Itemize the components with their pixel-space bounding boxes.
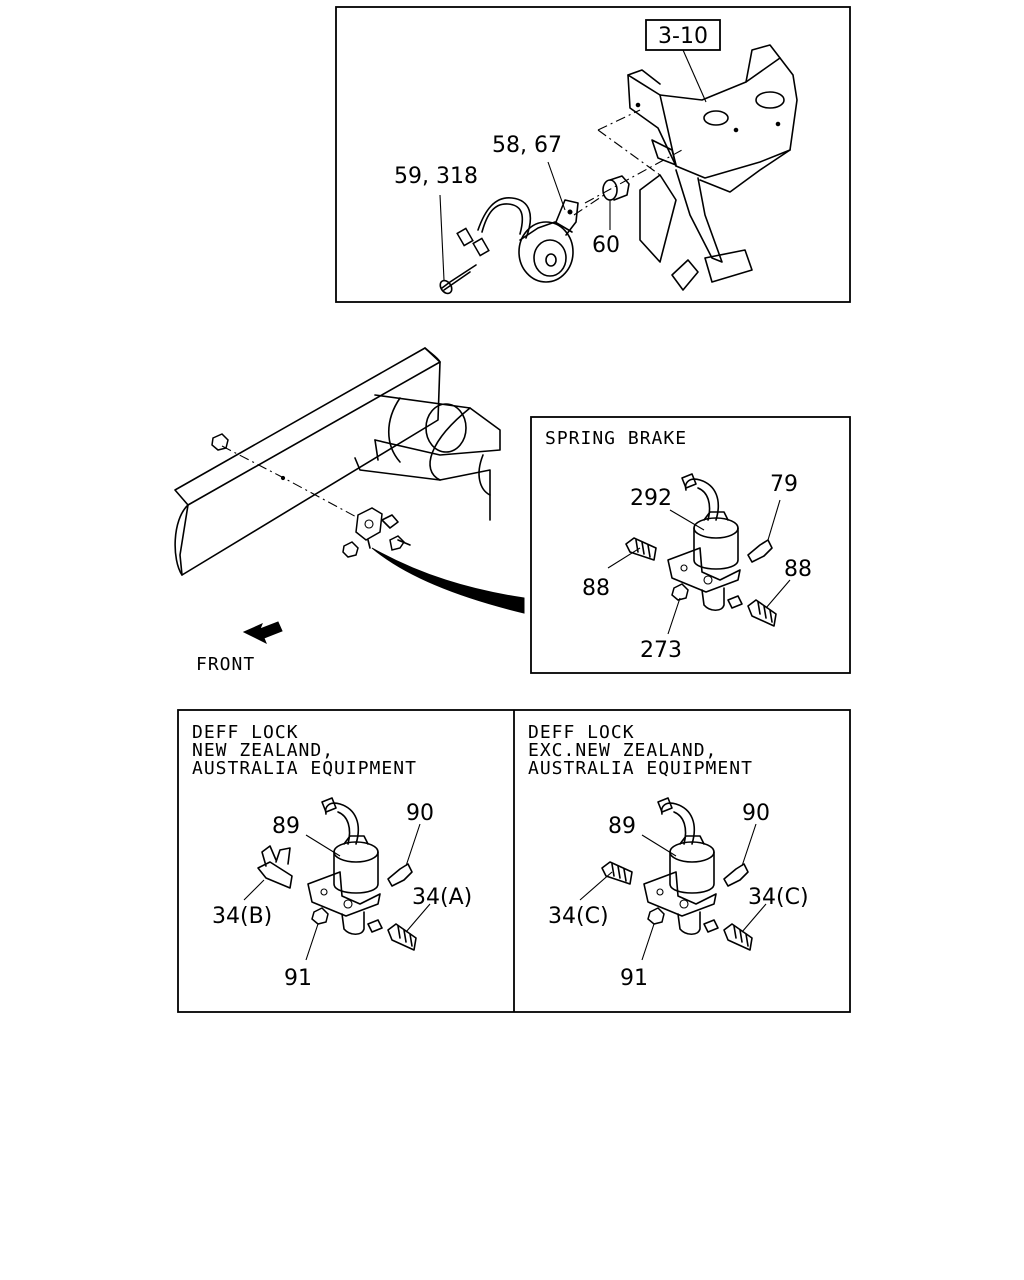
horn-panel: 3-10 (335, 6, 851, 303)
deff-exc-title-2: EXC.NEW ZEALAND, (528, 740, 717, 761)
label-valve-292: 292 (630, 486, 672, 511)
deff-nz-title-2: NEW ZEALAND, (192, 740, 334, 761)
callout-wedge (371, 547, 525, 614)
label-nz-nut-91: 91 (284, 966, 312, 991)
ref-box-label: 3-10 (658, 24, 708, 49)
deff-exc-title-1: DEFF LOCK (528, 722, 635, 743)
label-bolt-79: 79 (770, 472, 798, 497)
tee-fitting (257, 861, 293, 889)
horn-panel-frame (335, 6, 851, 303)
deff-nz-title-1: DEFF LOCK (192, 722, 299, 743)
label-nz-fitting-34b: 34(B) (212, 904, 272, 929)
label-nz-valve-89: 89 (272, 814, 300, 839)
label-nz-fitting-34a: 34(A) (412, 885, 472, 910)
label-exc-nut-91: 91 (620, 966, 648, 991)
spring-brake-frame (530, 416, 851, 674)
label-exc-fitting-34c-right: 34(C) (748, 885, 809, 910)
deff-exc-title-3: AUSTRALIA EQUIPMENT (528, 758, 753, 779)
label-exc-valve-89: 89 (608, 814, 636, 839)
deff-exc-valve (601, 797, 753, 951)
front-arrow-icon (242, 621, 283, 645)
label-fitting-88-right: 88 (784, 557, 812, 582)
spring-brake-panel: SPRING BRAKE (530, 416, 851, 674)
spring-brake-valve (625, 473, 777, 627)
label-screw: 59, 318 (394, 164, 478, 189)
front-label: FRONT (196, 654, 255, 675)
label-nut-273: 273 (640, 638, 682, 663)
screw (441, 264, 477, 291)
frame-valve (342, 507, 411, 558)
spring-brake-title: SPRING BRAKE (545, 428, 687, 449)
label-fitting-88-left: 88 (582, 576, 610, 601)
frame-view: FRONT (174, 347, 525, 675)
deff-lock-exc-panel: DEFF LOCK EXC.NEW ZEALAND, AUSTRALIA EQU… (528, 722, 809, 991)
deff-nz-title-3: AUSTRALIA EQUIPMENT (192, 758, 417, 779)
label-exc-bolt-90: 90 (742, 801, 770, 826)
label-nut: 60 (592, 233, 620, 258)
label-nz-bolt-90: 90 (406, 801, 434, 826)
label-horn-bracket: 58, 67 (492, 133, 562, 158)
label-exc-fitting-34c-left: 34(C) (548, 904, 609, 929)
horn (456, 197, 579, 283)
deff-lock-nz-panel: DEFF LOCK NEW ZEALAND, AUSTRALIA EQUIPME… (192, 722, 472, 991)
deff-nz-valve (307, 797, 417, 951)
pedal-bracket (627, 44, 798, 291)
nut-60 (602, 175, 630, 201)
